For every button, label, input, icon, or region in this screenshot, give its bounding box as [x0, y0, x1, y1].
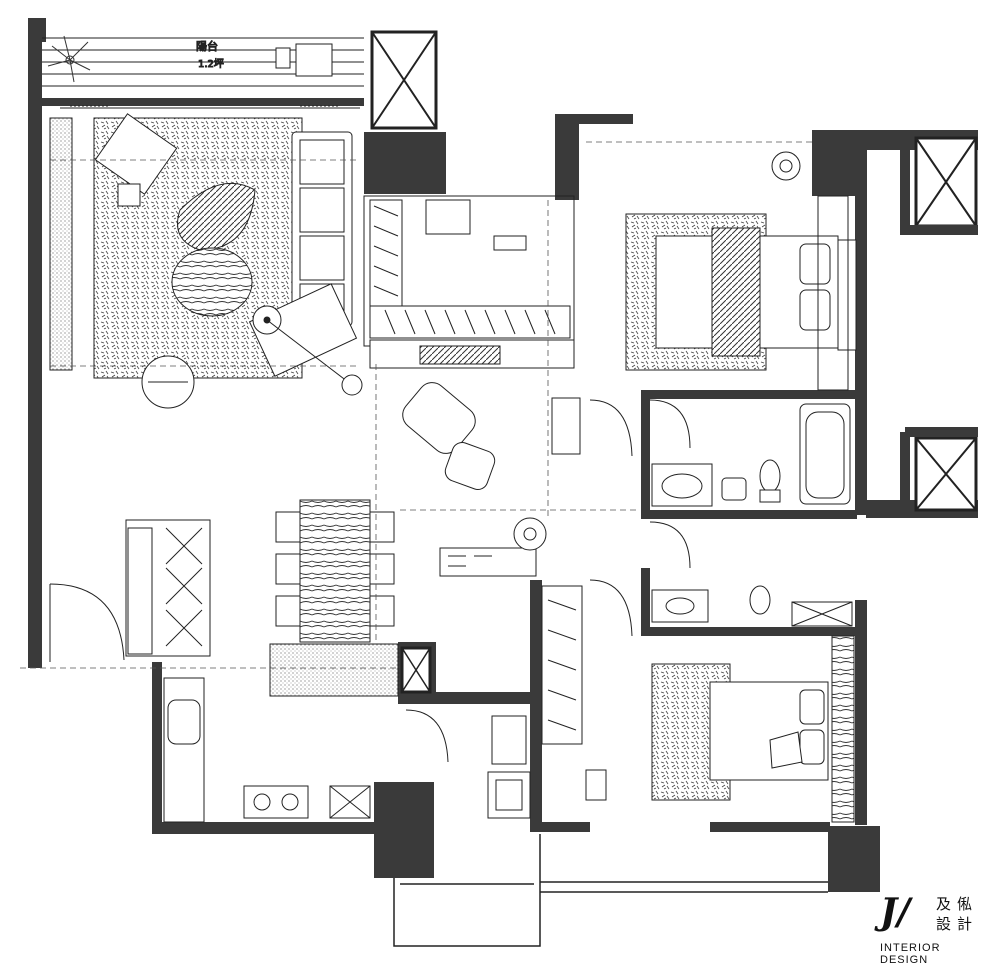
basin-icon	[665, 597, 695, 615]
brand-logo: J/ 及俬 設計 INTERIOR DESIGN	[880, 891, 990, 966]
pillow	[799, 289, 831, 331]
wall-bed2-bottom-r	[710, 822, 830, 832]
dining-chair	[369, 595, 395, 627]
wall-right-top-beam	[579, 114, 633, 124]
wall-bed2-left	[530, 580, 542, 832]
column-bottom-right	[828, 826, 880, 892]
dining-table	[299, 499, 371, 643]
wall-left	[28, 18, 42, 668]
dining-chair	[369, 511, 395, 543]
window-strip	[831, 635, 855, 823]
desk	[585, 769, 607, 801]
dining-area	[269, 382, 496, 697]
basin-icon	[661, 473, 703, 499]
plant-icon	[47, 35, 91, 83]
pouf	[141, 355, 195, 409]
wall-hall-h	[398, 692, 540, 704]
sink-icon	[167, 699, 201, 745]
wall-kitchen-bottom	[152, 822, 374, 834]
dining-chair	[275, 553, 301, 585]
service-balcony	[393, 834, 828, 947]
planter-strip	[49, 117, 73, 371]
hall-shelf	[439, 547, 537, 577]
brand-mark: J/	[880, 891, 911, 933]
bidet-icon	[721, 477, 747, 501]
right-shaft-outline	[900, 150, 978, 500]
cooktop	[243, 785, 309, 819]
wall-balcony-bottom	[42, 98, 364, 106]
column-top-center	[364, 132, 446, 194]
laundry-dryer	[487, 771, 531, 819]
pillow	[799, 243, 831, 285]
coffee-table-round	[171, 247, 253, 317]
toilet-icon	[749, 585, 771, 615]
wall-bath-left	[641, 390, 650, 510]
pillow	[799, 689, 825, 725]
nightstand	[837, 239, 857, 351]
second-bedroom	[541, 585, 855, 823]
column-top-right	[555, 114, 579, 200]
bathroom-main	[649, 399, 851, 507]
balcony-area: 1.2坪	[198, 57, 224, 70]
wall-left-top	[28, 18, 46, 42]
balcony-sliding-door	[60, 105, 360, 109]
armchair-icon	[402, 382, 496, 491]
lounge-chair	[94, 113, 178, 195]
burner-icon	[281, 793, 299, 811]
brand-name-line2: 設計	[936, 915, 979, 933]
laundry-washer	[491, 715, 527, 765]
balcony: 陽台 1.2坪	[42, 35, 364, 87]
column-bottom-center	[374, 782, 434, 878]
wall-bath2-bottom	[641, 627, 857, 636]
study-desk	[425, 199, 471, 235]
side-table	[117, 183, 141, 207]
wall-bed2-bottom	[530, 822, 590, 832]
dimension-lines	[20, 141, 812, 669]
burner-icon	[253, 793, 271, 811]
kitchen-island	[269, 643, 399, 697]
toilet-icon	[759, 459, 781, 493]
wall-bath-mid	[641, 510, 857, 519]
living-room	[49, 113, 363, 409]
pillow	[799, 729, 825, 765]
wall-bath2-left	[641, 568, 650, 636]
study-chair	[493, 235, 527, 251]
bathroom-second	[649, 521, 853, 627]
coffee-table-top	[177, 182, 256, 251]
brand-subtitle: INTERIOR DESIGN	[880, 942, 941, 966]
round-table-icon	[513, 517, 547, 551]
study-room	[363, 195, 575, 369]
ceiling-light-icon	[771, 151, 801, 181]
entry	[49, 519, 211, 662]
kitchen-counter	[163, 677, 205, 823]
brand-name-line1: 及俬	[936, 895, 979, 913]
dining-chair	[275, 595, 301, 627]
wall-kitchen-left	[152, 662, 162, 834]
bed-throw	[711, 227, 761, 357]
balcony-name: 陽台	[196, 39, 218, 53]
wall-right	[855, 130, 867, 515]
hallway	[405, 397, 633, 819]
kitchen	[163, 677, 371, 823]
wall-bath-top	[641, 390, 857, 399]
master-bedroom	[625, 151, 857, 391]
dining-chair	[369, 553, 395, 585]
dining-chair	[275, 511, 301, 543]
wall-right-lower	[855, 600, 867, 825]
floor-lamp-icon	[252, 305, 363, 396]
sofa	[248, 131, 358, 377]
balcony-chair	[295, 43, 333, 77]
